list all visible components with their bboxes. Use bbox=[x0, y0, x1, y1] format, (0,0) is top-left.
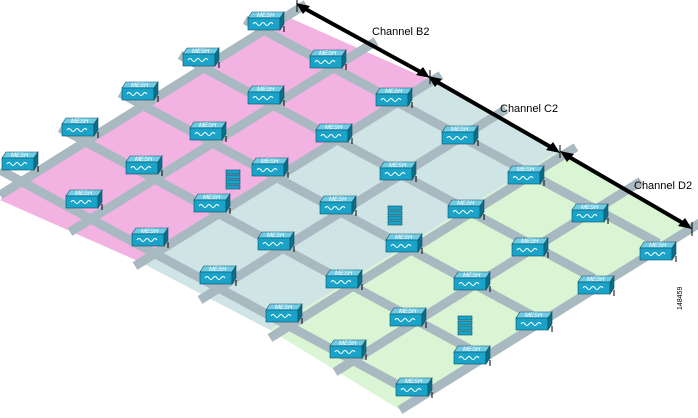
mesh-ap-icon: MESH bbox=[375, 87, 413, 108]
mesh-ap-label: MESH bbox=[71, 119, 89, 125]
mesh-ap-label: MESH bbox=[199, 123, 217, 129]
mesh-ap-icon: MESH bbox=[193, 193, 231, 214]
mesh-ap-label: MESH bbox=[275, 305, 293, 311]
mesh-ap-icon: MESH bbox=[247, 11, 285, 32]
mesh-ap-label: MESH bbox=[395, 235, 413, 241]
mesh-ap-icon: MESH bbox=[639, 241, 677, 262]
mesh-ap-label: MESH bbox=[131, 83, 149, 89]
mesh-ap-label: MESH bbox=[649, 243, 667, 249]
mesh-ap-icon: MESH bbox=[309, 49, 347, 70]
mesh-ap-icon: MESH bbox=[121, 81, 159, 102]
mesh-ap-label: MESH bbox=[405, 379, 423, 385]
mesh-ap-icon: MESH bbox=[189, 121, 227, 142]
mesh-ap-icon: MESH bbox=[65, 189, 103, 210]
mesh-ap-icon: MESH bbox=[251, 157, 289, 178]
mesh-ap-icon: MESH bbox=[257, 231, 295, 252]
mesh-ap-label: MESH bbox=[203, 195, 221, 201]
mesh-ap-icon: MESH bbox=[1, 151, 39, 172]
mesh-ap-icon: MESH bbox=[453, 271, 491, 292]
mesh-access-points: MESH MESH MESH MESH MESH MESH MESH bbox=[1, 11, 677, 398]
mesh-ap-icon: MESH bbox=[379, 161, 417, 182]
mesh-ap-label: MESH bbox=[135, 157, 153, 163]
mesh-ap-icon: MESH bbox=[125, 155, 163, 176]
mesh-ap-label: MESH bbox=[267, 233, 285, 239]
mesh-ap-label: MESH bbox=[75, 191, 93, 197]
mesh-ap-label: MESH bbox=[587, 277, 605, 283]
mesh-road bbox=[132, 71, 444, 270]
mesh-ap-label: MESH bbox=[457, 201, 475, 207]
mesh-ap-label: MESH bbox=[581, 205, 599, 211]
mesh-ap-icon: MESH bbox=[395, 377, 433, 398]
mesh-ap-icon: MESH bbox=[453, 345, 491, 366]
mesh-ap-label: MESH bbox=[257, 13, 275, 19]
mesh-ap-label: MESH bbox=[517, 167, 535, 173]
mesh-root-servers bbox=[225, 169, 473, 336]
mesh-ap-label: MESH bbox=[335, 271, 353, 277]
mesh-ap-icon: MESH bbox=[325, 269, 363, 290]
mesh-ap-label: MESH bbox=[521, 239, 539, 245]
mesh-ap-label: MESH bbox=[463, 273, 481, 279]
mesh-ap-label: MESH bbox=[192, 49, 210, 55]
mesh-ap-icon: MESH bbox=[507, 165, 545, 186]
mesh-ap-label: MESH bbox=[399, 309, 417, 315]
mesh-ap-label: MESH bbox=[325, 125, 343, 131]
mesh-ap-icon: MESH bbox=[329, 339, 367, 360]
channel-c2-label: Channel C2 bbox=[500, 103, 558, 115]
mesh-ap-label: MESH bbox=[525, 313, 543, 319]
mesh-ap-label: MESH bbox=[339, 341, 357, 347]
mesh-ap-icon: MESH bbox=[319, 195, 357, 216]
mesh-ap-icon: MESH bbox=[441, 125, 479, 146]
mesh-ap-icon: MESH bbox=[199, 265, 237, 286]
mesh-ap-icon: MESH bbox=[571, 203, 609, 224]
channel-d2-arrow bbox=[560, 151, 692, 229]
channel-arrows bbox=[296, 0, 693, 236]
mesh-ap-icon: MESH bbox=[447, 199, 485, 220]
mesh-ap-label: MESH bbox=[463, 347, 481, 353]
mesh-ap-icon: MESH bbox=[515, 311, 553, 332]
mesh-ap-label: MESH bbox=[141, 229, 159, 235]
channel-b2-arrow bbox=[296, 3, 430, 78]
mesh-ap-icon: MESH bbox=[61, 117, 99, 138]
channel-c2-arrow bbox=[428, 76, 560, 153]
mesh-ap-icon: MESH bbox=[385, 233, 423, 254]
mesh-ap-label: MESH bbox=[319, 51, 337, 57]
mesh-ap-icon: MESH bbox=[511, 237, 549, 258]
mesh-ap-label: MESH bbox=[209, 267, 227, 273]
mesh-ap-label: MESH bbox=[389, 163, 407, 169]
mesh-ap-label: MESH bbox=[261, 159, 279, 165]
server-stack-icon bbox=[457, 315, 473, 336]
mesh-ap-icon: MESH bbox=[247, 85, 285, 106]
mesh-ap-icon: MESH bbox=[182, 47, 220, 68]
mesh-ap-label: MESH bbox=[329, 197, 347, 203]
mesh-ap-icon: MESH bbox=[315, 123, 353, 144]
server-stack-icon bbox=[225, 169, 241, 190]
mesh-ap-label: MESH bbox=[11, 153, 29, 159]
channel-b2-label: Channel B2 bbox=[372, 26, 430, 38]
mesh-ap-label: MESH bbox=[451, 127, 469, 133]
mesh-ap-icon: MESH bbox=[265, 303, 303, 324]
mesh-ap-icon: MESH bbox=[389, 307, 427, 328]
server-stack-icon bbox=[387, 205, 403, 226]
mesh-ap-label: MESH bbox=[385, 89, 403, 95]
channel-d2-label: Channel D2 bbox=[634, 180, 692, 192]
mesh-ap-icon: MESH bbox=[131, 227, 169, 248]
mesh-ap-label: MESH bbox=[257, 87, 275, 93]
figure-id: 148459 bbox=[677, 287, 684, 310]
mesh-ap-icon: MESH bbox=[577, 275, 615, 296]
